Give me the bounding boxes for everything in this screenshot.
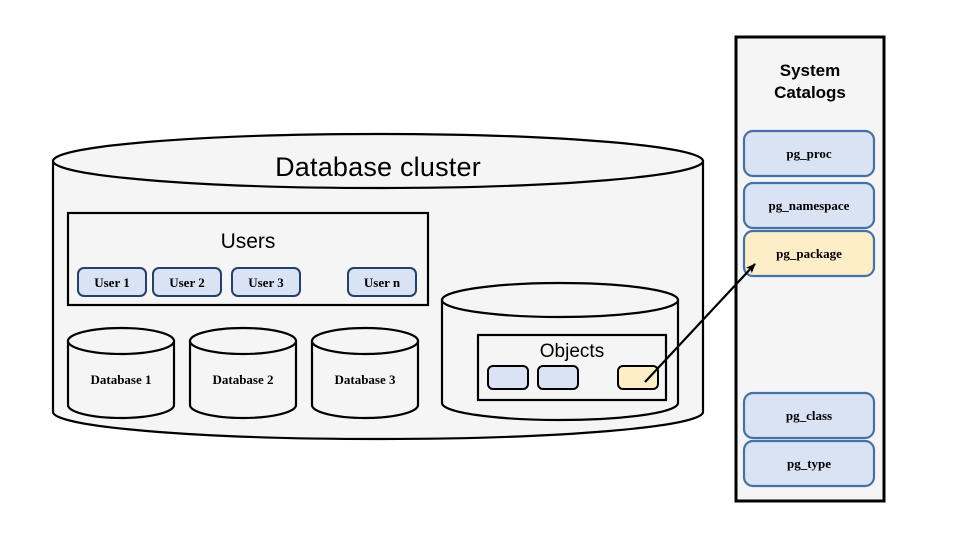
database-1-top [66, 326, 176, 356]
object-to-pg-package-arrow [644, 263, 756, 383]
user-chip-2[interactable] [152, 267, 222, 297]
database-1-body [66, 339, 176, 420]
object-box-1[interactable] [487, 365, 529, 390]
user-chip-1[interactable] [77, 267, 147, 297]
object-box-highlighted[interactable] [617, 365, 659, 390]
catalog-box-pg-proc[interactable] [742, 129, 876, 178]
database-cylinder-3[interactable] [310, 326, 420, 420]
objects-cylinder-top [440, 281, 680, 319]
database-cylinder-2[interactable] [188, 326, 298, 420]
cluster-cylinder-top [51, 132, 705, 190]
database-2-top [188, 326, 298, 356]
database-cylinder-1[interactable] [66, 326, 176, 420]
database-3-top [310, 326, 420, 356]
database-2-body [188, 339, 298, 420]
catalog-box-pg-class[interactable] [742, 391, 876, 440]
user-chip-n[interactable] [347, 267, 417, 297]
objects-cylinder [440, 281, 680, 422]
object-box-2[interactable] [537, 365, 579, 390]
database-3-body [310, 339, 420, 420]
user-chip-3[interactable] [231, 267, 301, 297]
system-catalogs-panel [734, 35, 886, 503]
catalog-box-pg-namespace[interactable] [742, 181, 876, 230]
catalog-box-pg-package[interactable] [742, 229, 876, 278]
users-panel [66, 211, 430, 307]
catalog-box-pg-type[interactable] [742, 439, 876, 488]
